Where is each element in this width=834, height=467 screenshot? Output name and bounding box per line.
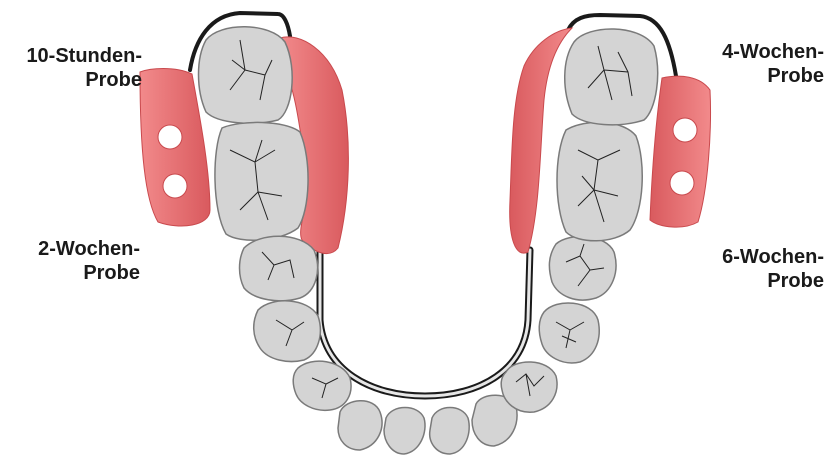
sample-hole-upper-right <box>673 118 697 142</box>
tooth-icon <box>293 361 351 410</box>
tooth-icon <box>557 122 642 240</box>
label-line: 10-Stunden- <box>10 44 142 68</box>
tooth-icon <box>199 27 293 124</box>
tooth-icon <box>549 236 616 300</box>
sample-hole-lower-left <box>163 174 187 198</box>
tooth-icon <box>565 29 658 125</box>
tooth-icon <box>338 401 382 450</box>
tooth-icon <box>539 303 599 363</box>
label-10-hour-sample: 10-Stunden- Probe <box>10 44 142 92</box>
label-line: Probe <box>10 68 142 92</box>
label-line: 4-Wochen- <box>690 40 824 64</box>
sample-carrier-right <box>650 76 711 227</box>
tooth-icon <box>501 362 557 412</box>
tooth-icon <box>240 236 318 301</box>
label-2-week-sample: 2-Wochen- Probe <box>10 237 140 285</box>
label-4-week-sample: 4-Wochen- Probe <box>690 40 824 88</box>
tooth-icon <box>430 408 470 455</box>
label-6-week-sample: 6-Wochen- Probe <box>690 245 824 293</box>
label-line: 6-Wochen- <box>690 245 824 269</box>
sample-hole-lower-right <box>670 171 694 195</box>
sample-hole-upper-left <box>158 125 182 149</box>
label-line: Probe <box>690 269 824 293</box>
tooth-icon <box>384 408 425 455</box>
label-line: Probe <box>690 64 824 88</box>
tooth-icon <box>215 122 308 240</box>
label-line: 2-Wochen- <box>10 237 140 261</box>
label-line: Probe <box>10 261 140 285</box>
tooth-icon <box>254 301 321 362</box>
